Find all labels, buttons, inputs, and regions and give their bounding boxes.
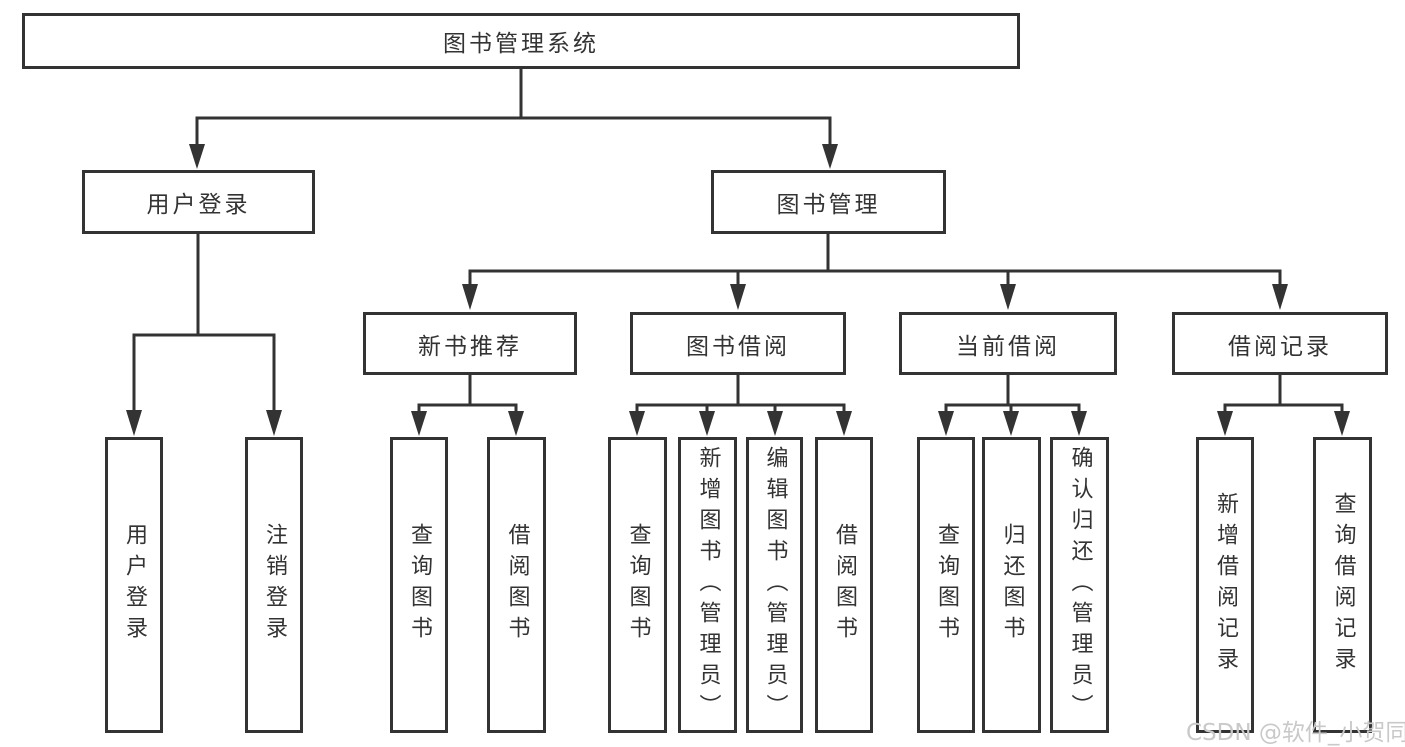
node-label: 用户登录 xyxy=(122,523,147,647)
leaf-records-query-record: 查询借阅记录 xyxy=(1313,437,1372,733)
node-current-borrowing: 当前借阅 xyxy=(899,312,1117,375)
connector-borrowing-records-to-leaves xyxy=(1217,373,1350,436)
leaf-records-add-record: 新增借阅记录 xyxy=(1196,437,1254,733)
leaf-current-return-books: 归还图书 xyxy=(982,437,1041,733)
leaf-borrowing-add-books-admin: 新增图书（管理员） xyxy=(678,437,737,733)
node-library-management-system: 图书管理系统 xyxy=(22,13,1020,69)
leaf-recommend-borrow-books: 借阅图书 xyxy=(487,437,546,733)
node-label: 查询图书 xyxy=(625,523,651,647)
node-label: 借阅图书 xyxy=(832,523,857,647)
watermark: CSDN @软件_小贺同学 xyxy=(1186,720,1405,746)
node-label: 查询图书 xyxy=(934,523,959,647)
connector-book-borrowing-to-leaves xyxy=(629,373,852,436)
connector-root-to-level2 xyxy=(189,67,838,169)
node-label: 新增借阅记录 xyxy=(1213,492,1238,678)
leaf-current-confirm-return-admin: 确认归还（管理员） xyxy=(1050,437,1109,733)
connector-user-login-to-leaves xyxy=(126,232,282,436)
node-new-book-recommend: 新书推荐 xyxy=(363,312,577,375)
node-label: 借阅图书 xyxy=(504,523,530,647)
node-label: 图书借阅 xyxy=(686,333,790,360)
node-label: 图书管理系统 xyxy=(443,31,599,57)
connector-current-borrowing-to-leaves xyxy=(938,373,1087,436)
node-label: 编辑图书（管理员） xyxy=(762,445,788,725)
node-label: 用户登录 xyxy=(146,192,251,218)
node-label: 注销登录 xyxy=(262,523,287,647)
node-label: 当前借阅 xyxy=(956,333,1060,360)
node-label: 图书管理 xyxy=(776,192,881,218)
connector-new-book-recommend-to-leaves xyxy=(411,373,524,436)
leaf-logout: 注销登录 xyxy=(245,437,303,733)
leaf-current-query-books: 查询图书 xyxy=(917,437,975,733)
node-label: 查询借阅记录 xyxy=(1330,492,1356,678)
node-label: 查询图书 xyxy=(407,523,432,647)
leaf-recommend-query-books: 查询图书 xyxy=(390,437,448,733)
leaf-user-login: 用户登录 xyxy=(105,437,163,733)
node-label: 借阅记录 xyxy=(1228,333,1332,360)
leaf-borrowing-query-books: 查询图书 xyxy=(608,437,667,733)
node-book-management: 图书管理 xyxy=(711,170,946,234)
leaf-borrowing-edit-books-admin: 编辑图书（管理员） xyxy=(746,437,803,733)
connector-book-management-to-level3 xyxy=(462,232,1288,310)
leaf-borrowing-borrow-books: 借阅图书 xyxy=(815,437,873,733)
node-label: 新增图书（管理员） xyxy=(695,445,721,725)
node-label: 新书推荐 xyxy=(418,333,522,360)
node-user-login: 用户登录 xyxy=(82,170,315,234)
node-label: 确认归还（管理员） xyxy=(1067,445,1093,725)
node-label: 归还图书 xyxy=(999,523,1025,647)
node-book-borrowing: 图书借阅 xyxy=(630,312,846,375)
node-borrowing-records: 借阅记录 xyxy=(1172,312,1388,375)
